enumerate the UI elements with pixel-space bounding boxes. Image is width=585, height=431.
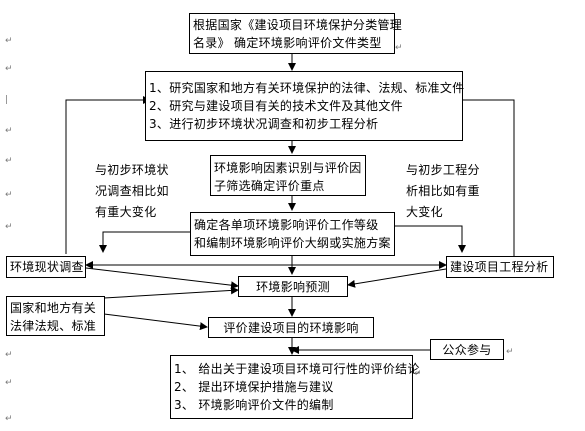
paragraph-mark-icon: ↵ [5,222,13,232]
paragraph-mark-icon: ↵ [5,414,13,424]
box-text-line: 3、进行初步环境状况调查和初步工程分析 [149,117,379,131]
arrow-survey-to-predict [85,267,239,290]
box-text-line: 公众参与 [442,343,492,357]
box-text-line: 建设项目工程分析 [450,260,549,274]
note-survey-change: 与初步环境状 况调查相比如 有重大变化 [95,160,169,223]
box-engineering-analysis: 建设项目工程分析 [446,256,554,278]
paragraph-mark-icon: ↵ [5,64,13,74]
arrow-laws-to-evaluate [103,313,208,331]
box-text-line: 评价建设项目的环境影响 [223,321,359,335]
box-determine-document-type: 根据国家《建设项目环境保护分类管理 名录》 确定环境影响评价文件类型 [189,13,403,54]
note-line: 与初步工程分 [406,163,480,177]
box-text-line: 名录》 确定环境影响评价文件类型 [193,36,382,50]
note-engineering-change: 与初步工程分 析相比如有重 大变化 [406,160,480,223]
note-line: 与初步环境状 [95,163,169,177]
box-text-line: 环境影响预测 [256,280,330,294]
box-public-participation: 公众参与 [430,339,504,360]
paragraph-mark-icon: ↵ [506,347,514,357]
arrow-determine-to-engineering [394,225,466,253]
arrow-determine-to-survey [99,231,190,253]
box-laws-and-standards: 国家和地方有关 法律法规、标准 [6,296,105,336]
box-text-line: 和编制环境影响评价大纲或实施方案 [194,236,391,250]
box-text-line: 法律法规、标准 [10,319,97,333]
box-text-line: 子筛选确定评价重点 [214,179,325,193]
note-line: 有重大变化 [95,205,157,219]
paragraph-mark-icon: ↵ [5,350,13,360]
arrow-laws-to-predict [103,286,239,299]
box-environment-survey: 环境现状调查 [6,256,86,278]
box-text-line: 根据国家《建设项目环境保护分类管理 [193,18,403,32]
box-text-line: 环境影响因素识别与评价因 [214,161,362,175]
paragraph-mark-icon: ↵ [5,378,13,388]
box-text-line: 2、研究与建设项目有关的技术文件及其他文件 [149,99,403,113]
paragraph-mark-icon: ↵ [5,156,13,166]
note-line: 大变化 [406,205,443,219]
box-text-line: 2、 提出环境保护措施与建议 [174,380,334,394]
box-text-line: 3、 环境影响评价文件的编制 [174,398,334,412]
paragraph-mark-icon: ↵ [414,369,422,379]
box-text-line: 确定各单项环境影响评价工作等级 [194,218,379,232]
box-evaluate-impact: 评价建设项目的环境影响 [208,317,374,338]
paragraph-mark-icon: ↵ [395,43,403,53]
box-determine-level-and-outline: 确定各单项环境影响评价工作等级 和编制环境影响评价大纲或实施方案 [190,212,395,256]
paragraph-mark-icon: ↵ [5,190,13,200]
arrow-engineering-to-predict [347,268,447,288]
box-impact-prediction: 环境影响预测 [238,276,348,297]
paragraph-mark-icon: ↵ [5,36,13,46]
note-line: 况调查相比如 [95,184,169,198]
box-preliminary-research: 1、研究国家和地方有关环境保护的法律、法规、标准文件 2、研究与建设项目有关的技… [145,71,465,141]
box-identify-factors: 环境影响因素识别与评价因 子筛选确定评价重点 [210,155,366,196]
paragraph-mark-icon: ↵ [5,126,13,136]
box-text-line: 1、研究国家和地方有关环境保护的法律、法规、标准文件 [149,81,465,95]
box-text-line: 1、 给出关于建设项目环境可行性的评价结论 [174,362,420,376]
paragraph-mark-icon: | [5,95,9,105]
feedback-engineering-to-research [444,96,515,256]
feedback-survey-to-research [65,96,151,254]
box-conclusions: 1、 给出关于建设项目环境可行性的评价结论 2、 提出环境保护措施与建议 3、 … [170,355,420,419]
box-text-line: 环境现状调查 [10,260,84,274]
box-text-line: 国家和地方有关 [10,301,97,315]
note-line: 析相比如有重 [406,184,480,198]
